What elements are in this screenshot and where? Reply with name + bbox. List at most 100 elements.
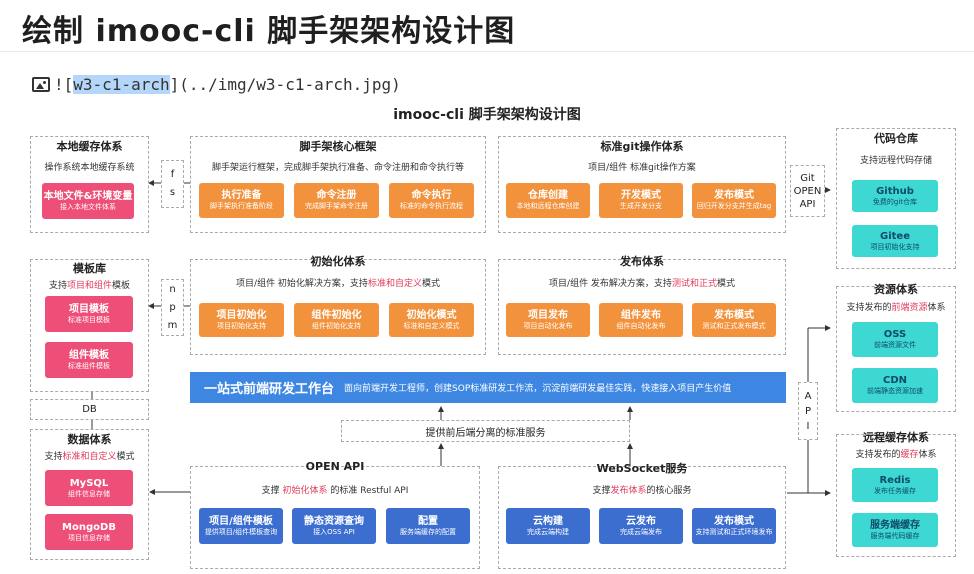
card-label: 服务端缓存 [870, 519, 920, 531]
card-label: 项目初始化 [216, 309, 267, 321]
sub-highlight: 缓存 [900, 450, 919, 460]
api-char: P [804, 405, 812, 417]
component-template-card: 组件模板 标准组件模板 [45, 342, 133, 378]
cdn-card: CDN 前端静态资源加速 [852, 368, 938, 403]
card-desc: 组件初始化支持 [312, 321, 361, 330]
card-desc: 标准和自定义模式 [403, 321, 460, 330]
command-register-card: 命令注册 完成脚手架命令注册 [294, 183, 379, 218]
api-char: A [804, 390, 812, 402]
data-system-subtitle: 支持标准和自定义模式 [30, 449, 149, 462]
data-system-title: 数据体系 [67, 433, 112, 446]
cloud-build-card: 云构建 完成云端构建 [506, 508, 590, 544]
redis-card: Redis 发布任务缓存 [852, 468, 938, 502]
card-desc: 完成云端构建 [527, 527, 569, 536]
sub-highlight: 发布体系 [610, 486, 647, 496]
card-label: CDN [882, 375, 907, 387]
mysql-card: MySQL 组件信息存储 [45, 470, 133, 506]
command-exec-card: 命令执行 标准的命令执行流程 [389, 183, 474, 218]
mongodb-card: MongoDB 项目信息存储 [45, 514, 133, 550]
card-desc: 组件信息存储 [68, 489, 110, 498]
api-char: I [806, 420, 810, 432]
card-desc: 免费的git仓库 [872, 197, 918, 206]
fs-char: s [169, 187, 176, 198]
card-desc: 前端资源文件 [874, 341, 916, 350]
card-desc: 服务端代码缓存 [870, 531, 920, 540]
template-title: 模板库 [73, 262, 106, 275]
banner-desc: 面向前端开发工程师，创建SOP标准研发工作流，沉淀前端研发最佳实践，快速接入项目… [344, 384, 732, 394]
card-desc: 项目初始化支持 [870, 242, 920, 251]
fs-char: f [170, 169, 175, 180]
gitee-card: Gitee 项目初始化支持 [852, 225, 938, 257]
remote-cache-subtitle: 支持发布的缓存体系 [836, 447, 956, 460]
heading-divider [0, 51, 974, 52]
sub-highlight: 标准和自定义 [62, 452, 117, 462]
card-label: Gitee [880, 230, 910, 242]
sub-text: 模式 [421, 279, 440, 289]
service-label: 提供前后端分离的标准服务 [341, 420, 630, 442]
card-label: 项目模板 [69, 303, 109, 315]
sub-text: 支撑 [261, 486, 280, 496]
template-subtitle: 支持项目和组件模板 [30, 278, 149, 291]
sub-text: 支撑 [592, 486, 611, 496]
publish-system-subtitle: 项目/组件 发布解决方案，支持测试和正式模式 [498, 276, 786, 289]
fs-label: f s [161, 160, 184, 208]
init-system-title: 初始化体系 [310, 255, 366, 268]
sub-text: 项目/组件 初始化解决方案，支持 [236, 279, 368, 289]
sub-text: 项目/组件 发布解决方案，支持 [549, 279, 672, 289]
page-heading: 绘制 imooc-cli 脚手架架构设计图 [22, 14, 516, 49]
card-desc: 本地和远程仓库创建 [516, 202, 580, 211]
card-desc: 脚手架执行准备阶段 [210, 202, 273, 211]
card-desc: 生成开发分支 [620, 202, 662, 211]
md-prefix: ![ [54, 75, 74, 94]
local-cache-title: 本地缓存体系 [56, 140, 123, 153]
label-line: OPEN [793, 185, 822, 197]
md-suffix: ](../img/w3-c1-arch.jpg) [169, 75, 401, 94]
npm-label: n p m [161, 279, 184, 336]
local-file-env-card: 本地文件&环境变量 接入本地文件体系 [42, 183, 134, 219]
sub-text: 的核心服务 [646, 486, 692, 496]
card-desc: 标准项目模板 [68, 315, 110, 324]
card-desc: 服务端缓存的配置 [400, 527, 456, 536]
card-desc: 标准的命令执行流程 [400, 202, 463, 211]
sub-text: 模式 [716, 279, 735, 289]
sub-text: 支持 [44, 452, 63, 462]
websocket-title: WebSocket服务 [596, 462, 688, 475]
image-icon [32, 77, 50, 92]
npm-char: m [167, 319, 178, 331]
card-label: 发布模式 [714, 309, 754, 321]
card-label: 仓库创建 [528, 190, 568, 202]
code-repo-title: 代码仓库 [874, 132, 918, 145]
card-label: 项目发布 [528, 309, 568, 321]
card-desc: 支持测试和正式环境发布 [695, 527, 773, 536]
init-mode-card: 初始化模式 标准和自定义模式 [389, 303, 474, 337]
init-system-subtitle: 项目/组件 初始化解决方案，支持标准和自定义模式 [190, 276, 486, 289]
release-mode-card: 发布模式 回归开发分支并生成tag [692, 183, 776, 218]
repo-create-card: 仓库创建 本地和远程仓库创建 [506, 183, 590, 218]
publish-system-title: 发布体系 [620, 255, 664, 268]
sub-text: 支持发布的 [846, 303, 892, 313]
card-label: 云构建 [533, 515, 563, 527]
sub-highlight: 标准和自定义 [367, 279, 422, 289]
card-desc: 测试和正式发布模式 [702, 321, 766, 330]
md-alt-text[interactable]: w3-c1-arch [73, 75, 170, 94]
card-desc: 接入本地文件体系 [60, 202, 116, 211]
card-label: 初始化模式 [406, 309, 457, 321]
sub-text: 模板 [112, 281, 131, 291]
sub-highlight: 项目和组件 [66, 281, 112, 291]
project-publish-card: 项目发布 项目自动化发布 [506, 303, 590, 337]
open-api-subtitle: 支撑 初始化体系 的标准 Restful API [190, 483, 480, 496]
card-label: OSS [883, 329, 907, 341]
card-desc: 项目初始化支持 [217, 321, 266, 330]
publish-mode-card: 发布模式 测试和正式发布模式 [692, 303, 776, 337]
git-system-title: 标准git操作体系 [600, 140, 684, 153]
component-publish-card: 组件发布 组件自动化发布 [599, 303, 683, 337]
open-api-title: OPEN API [305, 460, 365, 473]
diagram-title: imooc-cli 脚手架架构设计图 [393, 107, 581, 123]
card-desc: 发布任务缓存 [874, 486, 916, 495]
workbench-banner: 一站式前端研发工作台 面向前端开发工程师，创建SOP标准研发工作流，沉淀前端研发… [190, 372, 786, 403]
git-system-subtitle: 项目/组件 标准git操作方案 [588, 163, 696, 173]
card-label: 发布模式 [714, 515, 754, 527]
card-label: 云发布 [626, 515, 656, 527]
core-framework-subtitle: 脚手架运行框架，完成脚手架执行准备、命令注册和命令执行等 [211, 163, 464, 173]
